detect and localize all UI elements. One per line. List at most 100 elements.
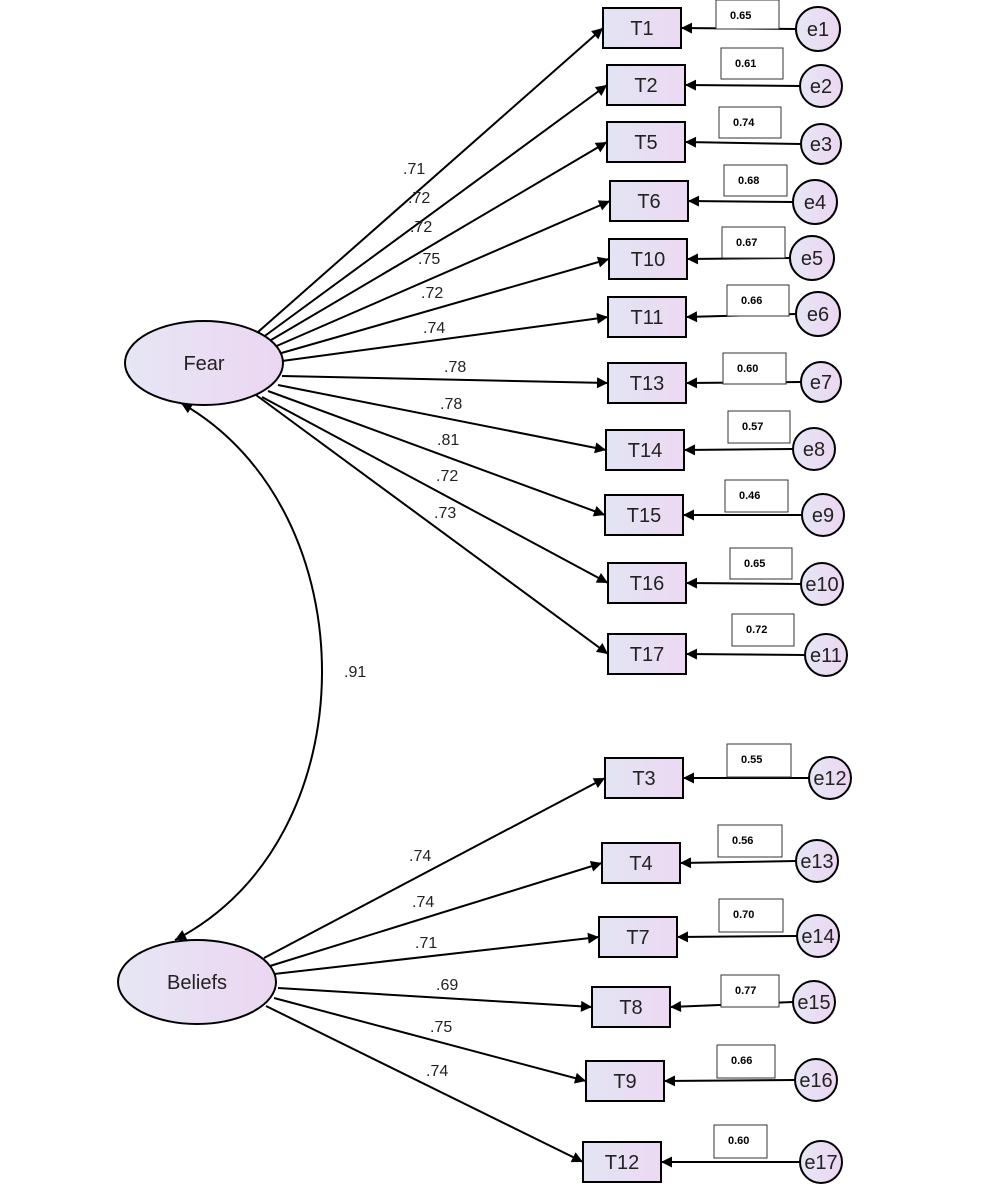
error-e2: e2 <box>799 64 843 108</box>
error-path-e16 <box>663 1075 796 1087</box>
indicator-label: T5 <box>634 132 657 154</box>
loading-label-t15: .81 <box>437 432 459 449</box>
residual-label-e1: 0.65 <box>730 10 751 22</box>
loading-path-t7 <box>273 932 600 975</box>
indicator-t8: T8 <box>591 986 671 1028</box>
residual-label-e10: 0.65 <box>744 558 765 570</box>
error-e15: e15 <box>792 980 836 1024</box>
residual-box-e8 <box>727 410 791 444</box>
loading-path-t12 <box>265 1005 584 1163</box>
loading-path-t17 <box>255 394 609 655</box>
indicator-box <box>591 986 671 1028</box>
error-label: e7 <box>810 372 832 394</box>
residual-box-e15 <box>720 974 780 1008</box>
error-path-e14 <box>676 931 798 943</box>
residual-box-e11 <box>731 613 795 647</box>
error-circle <box>795 839 839 883</box>
residual-box-e16 <box>716 1044 776 1079</box>
loading-path-t8 <box>277 987 593 1012</box>
loading-path-t15 <box>267 390 606 517</box>
loading-label-t1: .71 <box>403 161 425 178</box>
residual-label-e12: 0.55 <box>741 754 762 766</box>
error-label: e15 <box>797 992 830 1014</box>
indicator-t16: T16 <box>607 562 687 604</box>
residual-box-e14 <box>718 898 784 933</box>
error-circle <box>795 6 841 52</box>
error-e1: e1 <box>795 6 841 52</box>
residual-label-e5: 0.67 <box>736 237 757 249</box>
indicator-box <box>606 121 686 163</box>
indicator-t12: T12 <box>582 1141 662 1183</box>
error-label: e16 <box>799 1070 832 1092</box>
error-e11: e11 <box>804 633 848 677</box>
residual-box-e13 <box>717 824 783 858</box>
indicator-label: T6 <box>637 191 660 213</box>
indicator-t7: T7 <box>598 916 678 958</box>
residual-label-e13: 0.56 <box>732 835 753 847</box>
indicator-t17: T17 <box>607 633 687 675</box>
error-label: e2 <box>810 76 832 98</box>
latent-fear: Fear <box>124 320 284 406</box>
indicator-box <box>606 64 686 106</box>
indicator-t6: T6 <box>609 180 689 222</box>
error-e3: e3 <box>800 123 842 165</box>
residual-label-e15: 0.77 <box>735 985 756 997</box>
error-circle <box>808 756 852 800</box>
error-label: e11 <box>810 645 842 667</box>
loading-label-t10: .72 <box>421 285 443 302</box>
indicator-label: T15 <box>627 505 661 527</box>
indicator-label: T14 <box>628 440 662 462</box>
loading-path-t13 <box>281 375 609 389</box>
error-e9: e9 <box>801 493 845 537</box>
error-label: e5 <box>801 248 823 270</box>
loading-path-t1 <box>257 27 604 333</box>
indicator-t5: T5 <box>606 121 686 163</box>
indicator-box <box>601 842 681 884</box>
loading-path-t10 <box>277 256 610 355</box>
indicator-label: T16 <box>630 573 664 595</box>
error-path-e10 <box>685 577 802 589</box>
indicator-t10: T10 <box>608 238 688 280</box>
nodes-layer: .71T10.65e1.72T20.61e2.72T50.74e3.75T60.… <box>403 0 852 1184</box>
residual-label-e4: 0.68 <box>738 175 759 187</box>
error-e5: e5 <box>789 235 835 281</box>
error-label: e17 <box>804 1152 837 1174</box>
error-e13: e13 <box>795 839 839 883</box>
indicator-box <box>585 1060 665 1102</box>
indicator-box <box>602 7 682 49</box>
residual-label-e16: 0.66 <box>731 1055 752 1067</box>
loading-label-t13: .78 <box>444 359 466 376</box>
loading-label-t12: .74 <box>426 1063 448 1080</box>
error-path-e8 <box>683 444 794 456</box>
residual-box-e6 <box>726 284 790 317</box>
loading-path-t9 <box>273 997 587 1084</box>
residual-box-e5 <box>721 226 786 259</box>
error-e10: e10 <box>800 562 844 606</box>
error-circle <box>799 64 843 108</box>
indicator-box <box>607 296 687 338</box>
error-circle <box>799 1140 843 1184</box>
loading-path-t11 <box>281 313 609 362</box>
indicator-box <box>604 494 684 536</box>
indicator-box <box>605 429 685 471</box>
indicator-label: T17 <box>630 644 664 666</box>
error-e4: e4 <box>792 179 838 225</box>
error-circle <box>801 493 845 537</box>
latent-fear-label: Fear <box>183 353 224 375</box>
loading-label-t16: .72 <box>436 468 458 485</box>
error-circle <box>789 235 835 281</box>
error-circle <box>794 1058 838 1102</box>
indicator-label: T3 <box>632 768 655 790</box>
error-label: e6 <box>807 304 829 326</box>
indicator-label: T13 <box>630 373 664 395</box>
error-e12: e12 <box>808 756 852 800</box>
latent-beliefs-oval <box>117 939 277 1025</box>
indicator-label: T10 <box>631 249 665 271</box>
loading-label-t4: .74 <box>412 894 434 911</box>
loading-path-t3 <box>263 777 606 959</box>
error-circle <box>800 361 842 403</box>
error-path-e2 <box>684 79 801 91</box>
error-circle <box>800 562 844 606</box>
loading-label-t11: .74 <box>423 320 445 337</box>
loading-path-t14 <box>277 384 607 454</box>
